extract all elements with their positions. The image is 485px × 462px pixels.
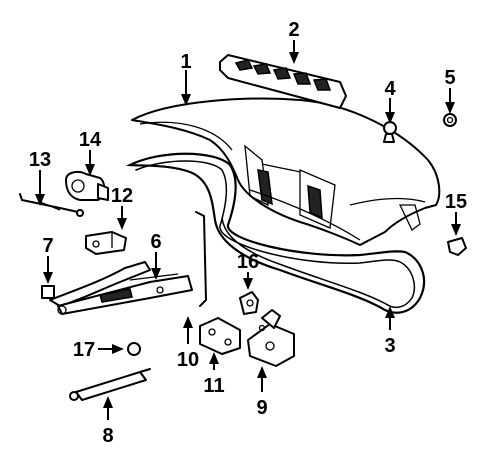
push-clip-part [383, 121, 397, 143]
striker-part [239, 291, 259, 315]
bracket-part [41, 285, 55, 299]
callout-labels: 1 2 3 4 5 6 7 8 9 10 11 12 13 14 15 16 1… [29, 19, 467, 447]
leader-lines [35, 40, 461, 420]
stop-lamp-part [219, 54, 347, 109]
callout-13: 13 [29, 149, 51, 171]
release-cable-part [19, 193, 84, 217]
callout-7: 7 [42, 235, 53, 257]
actuator-part [85, 231, 127, 255]
callout-12: 12 [111, 185, 133, 207]
latch-mechanism-part [247, 309, 295, 367]
support-rod-part [195, 211, 208, 307]
nut-part [443, 113, 457, 127]
latch-part [199, 317, 241, 355]
callout-2: 2 [288, 19, 299, 41]
weatherstrip-seal-part [125, 152, 426, 314]
callout-8: 8 [102, 425, 113, 447]
callout-16: 16 [237, 251, 259, 273]
lock-cylinder-part [65, 171, 109, 201]
hinge-assembly-part [49, 261, 193, 315]
callout-1: 1 [180, 51, 191, 73]
gas-strut-part [69, 368, 151, 401]
callout-14: 14 [79, 129, 102, 151]
trunk-lid-part [131, 97, 441, 246]
callout-15: 15 [445, 191, 467, 213]
callout-5: 5 [444, 67, 455, 89]
callout-10: 10 [177, 349, 199, 371]
pin-part [127, 342, 141, 356]
callout-4: 4 [384, 78, 396, 100]
callout-11: 11 [203, 375, 224, 397]
callout-9: 9 [256, 397, 267, 419]
callout-3: 3 [384, 335, 395, 357]
callout-17: 17 [73, 339, 95, 361]
callout-6: 6 [150, 231, 161, 253]
bumper-part [447, 237, 467, 256]
